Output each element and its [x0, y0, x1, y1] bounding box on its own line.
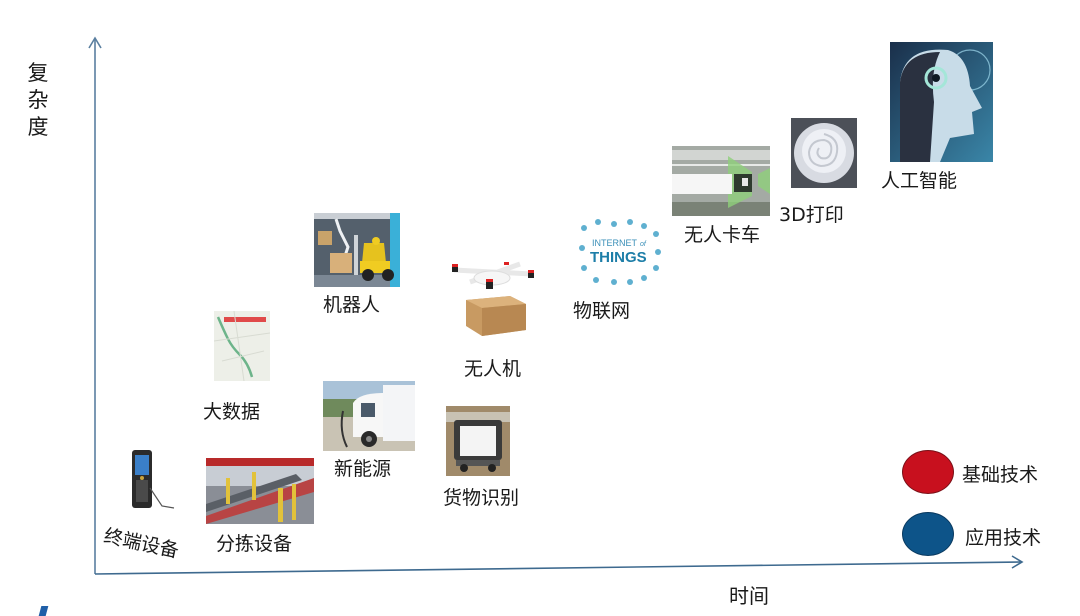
bigdata-label: 大数据 [203, 401, 261, 423]
autonomous-truck-icon [672, 146, 770, 216]
delivery-drone-icon [440, 260, 546, 338]
recognition-robot-icon [446, 406, 510, 476]
3d-printed-rose-icon [791, 118, 857, 188]
y-axis-arrow-icon [88, 36, 102, 49]
svg-text:INTERNET: INTERNET [592, 238, 638, 248]
ai-robot-head-icon [890, 42, 993, 162]
drone-label: 无人机 [464, 358, 522, 380]
sorting-label: 分拣设备 [216, 533, 293, 555]
print3d-label: 3D打印 [779, 204, 844, 226]
y-axis-label: 复杂度 [27, 61, 49, 139]
legend-basic-tech-dot [902, 450, 954, 494]
iot-label: 物联网 [573, 300, 631, 322]
sorting-conveyor-icon [206, 458, 314, 524]
truck-label: 无人卡车 [684, 224, 761, 246]
robot-forklift-icon [314, 213, 400, 287]
robot-label: 机器人 [323, 294, 381, 316]
ai-label: 人工智能 [881, 170, 958, 192]
svg-text:THINGS: THINGS [590, 249, 647, 266]
newenergy-label: 新能源 [334, 458, 392, 480]
x-axis-line [94, 561, 1023, 575]
x-axis-arrow-icon [1011, 555, 1024, 569]
route-map-icon [214, 311, 270, 381]
svg-text:of: of [640, 241, 647, 248]
legend-basic-tech-label: 基础技术 [962, 464, 1039, 486]
recognition-label: 货物识别 [443, 487, 520, 509]
handheld-terminal-icon [126, 448, 178, 512]
legend-applied-tech-label: 应用技术 [965, 527, 1042, 549]
x-axis-label: 时间 [729, 584, 769, 608]
legend-applied-tech-dot [902, 512, 954, 556]
internet-of-things-icon: INTERNET of THINGS [578, 218, 662, 288]
electric-truck-icon [323, 381, 415, 451]
